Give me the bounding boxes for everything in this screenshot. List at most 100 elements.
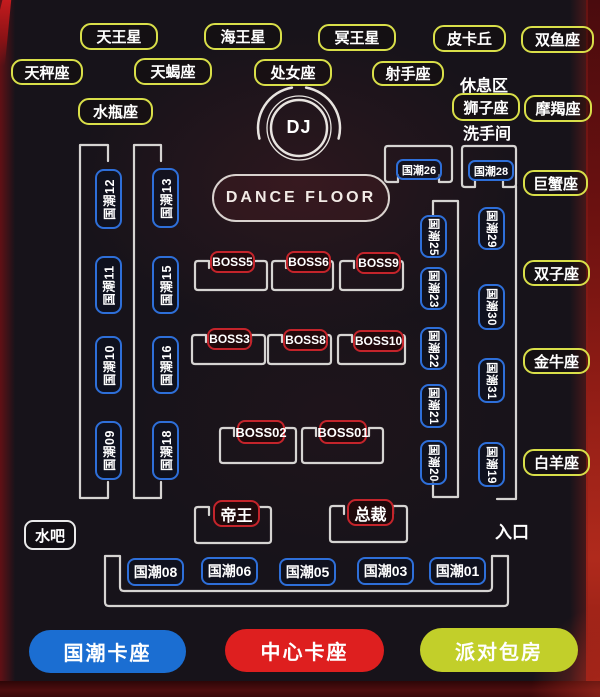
guochao-table[interactable]: 国潮16 bbox=[152, 336, 179, 394]
guochao-table-label: 国潮19 bbox=[484, 445, 497, 484]
guochao-table[interactable]: 国潮06 bbox=[201, 557, 258, 585]
rest-area-label: 休息区 bbox=[459, 78, 508, 95]
guochao-table[interactable]: 国潮03 bbox=[357, 557, 414, 585]
guochao-table[interactable]: 国潮25 bbox=[420, 215, 447, 258]
party-room-box[interactable]: 摩羯座 bbox=[524, 95, 592, 122]
guochao-table[interactable]: 国潮29 bbox=[478, 207, 505, 250]
boss-table[interactable]: BOSS3 bbox=[207, 328, 252, 350]
guochao-table[interactable]: 国潮22 bbox=[420, 327, 447, 370]
sofa-zongcai bbox=[328, 504, 409, 544]
dance-floor: DANCE FLOOR bbox=[212, 174, 390, 222]
party-room-box[interactable]: 冥王星 bbox=[318, 24, 396, 51]
party-room-box[interactable]: 白羊座 bbox=[523, 449, 590, 476]
sofa-boss01 bbox=[300, 426, 385, 465]
dj-booth-ring-mid bbox=[266, 95, 332, 161]
boss-table[interactable]: BOSS02 bbox=[235, 420, 287, 444]
guochao-table[interactable]: 国潮09 bbox=[95, 421, 122, 480]
party-room-box[interactable]: 皮卡丘 bbox=[433, 25, 506, 52]
sofa-diwang bbox=[193, 505, 273, 545]
sofa-boss6 bbox=[270, 259, 335, 292]
sofa-boss02 bbox=[218, 426, 298, 465]
boss-table[interactable]: BOSS6 bbox=[286, 251, 331, 273]
boss-table[interactable]: BOSS8 bbox=[283, 329, 328, 351]
party-room-box[interactable]: 金牛座 bbox=[523, 348, 590, 374]
party-room-box[interactable]: 双子座 bbox=[523, 260, 590, 286]
guochao-table[interactable]: 国潮23 bbox=[420, 267, 447, 310]
guochao-table-label: 国潮31 bbox=[484, 361, 497, 400]
guochao-table[interactable]: 国潮01 bbox=[429, 557, 486, 585]
sofa-boss9 bbox=[338, 259, 405, 292]
guochao-table-label: 国潮21 bbox=[426, 387, 439, 425]
guochao-table-label: 国潮23 bbox=[426, 269, 439, 308]
boss-table[interactable]: BOSS10 bbox=[353, 330, 404, 352]
water-bar-box: 水吧 bbox=[24, 520, 76, 550]
party-room-box[interactable]: 天王星 bbox=[80, 23, 158, 50]
sofa-boss5 bbox=[193, 259, 269, 292]
guochao-table-label: 国潮10 bbox=[103, 344, 117, 386]
vip-table[interactable]: 帝王 bbox=[213, 500, 260, 527]
guochao-table[interactable]: 国潮19 bbox=[478, 442, 505, 487]
sofa-boss10 bbox=[336, 333, 407, 366]
guochao-table[interactable]: 国潮13 bbox=[152, 168, 179, 228]
top-left-red-streak bbox=[0, 0, 12, 66]
guochao-table[interactable]: 国潮05 bbox=[279, 558, 336, 586]
boss-table[interactable]: BOSS01 bbox=[317, 420, 369, 444]
entrance-label: 入口 bbox=[495, 522, 529, 542]
party-room-box[interactable]: 双鱼座 bbox=[521, 26, 594, 53]
sofa-guochao28 bbox=[460, 144, 518, 189]
party-room-box[interactable]: 水瓶座 bbox=[78, 98, 153, 125]
guochao-table[interactable]: 国潮31 bbox=[478, 358, 505, 403]
wall-right-inner-bracket bbox=[431, 199, 460, 499]
sofa-boss8 bbox=[266, 333, 333, 366]
party-room-box[interactable]: 处女座 bbox=[254, 59, 332, 86]
guochao-table-label: 国潮18 bbox=[160, 430, 174, 471]
bottom-red-strip bbox=[0, 681, 600, 697]
wall-left-bracket-a bbox=[78, 143, 110, 500]
guochao-table-label: 国潮29 bbox=[484, 209, 497, 248]
wall-right-outer bbox=[495, 184, 518, 501]
guochao-table-label: 国潮09 bbox=[103, 430, 117, 471]
boss-table[interactable]: BOSS9 bbox=[356, 252, 401, 274]
guochao-table-label: 国潮11 bbox=[103, 264, 117, 306]
guochao-table[interactable]: 国潮28 bbox=[468, 160, 514, 181]
restroom-label: 洗手间 bbox=[462, 126, 511, 143]
party-room-box[interactable]: 射手座 bbox=[372, 61, 444, 86]
dj-booth-ring-inner bbox=[269, 98, 329, 158]
guochao-table-label: 国潮20 bbox=[426, 443, 439, 482]
guochao-table-label: 国潮16 bbox=[160, 344, 174, 386]
guochao-table-label: 国潮13 bbox=[160, 177, 174, 219]
guochao-table-label: 国潮12 bbox=[103, 178, 117, 220]
guochao-table-label: 国潮25 bbox=[426, 217, 439, 256]
party-room-box[interactable]: 狮子座 bbox=[452, 93, 520, 121]
guochao-table[interactable]: 国潮12 bbox=[95, 169, 122, 229]
guochao-table-label: 国潮22 bbox=[426, 329, 439, 368]
vip-table[interactable]: 总裁 bbox=[347, 499, 394, 526]
party-room-box[interactable]: 海王星 bbox=[204, 23, 282, 50]
legend-guochao-seats[interactable]: 国潮卡座 bbox=[29, 630, 186, 673]
guochao-table[interactable]: 国潮15 bbox=[152, 256, 179, 314]
guochao-table-label: 国潮30 bbox=[484, 288, 497, 326]
guochao-table[interactable]: 国潮20 bbox=[420, 440, 447, 485]
bench-bottom bbox=[103, 554, 510, 608]
party-room-box[interactable]: 天蝎座 bbox=[134, 58, 212, 85]
legend-center-seats[interactable]: 中心卡座 bbox=[225, 629, 384, 672]
guochao-table[interactable]: 国潮30 bbox=[478, 284, 505, 330]
left-red-edge bbox=[0, 0, 16, 697]
guochao-table-label: 国潮15 bbox=[160, 264, 174, 306]
dj-booth-arc-left bbox=[256, 86, 294, 140]
guochao-table[interactable]: 国潮26 bbox=[396, 159, 442, 180]
party-room-box[interactable]: 巨蟹座 bbox=[523, 170, 588, 196]
guochao-table[interactable]: 国潮08 bbox=[127, 558, 184, 586]
party-room-box[interactable]: 天秤座 bbox=[11, 59, 83, 85]
guochao-table[interactable]: 国潮18 bbox=[152, 421, 179, 480]
dj-booth-arc-right bbox=[304, 86, 342, 140]
legend-party-rooms[interactable]: 派对包房 bbox=[420, 628, 578, 672]
boss-table[interactable]: BOSS5 bbox=[210, 251, 255, 273]
guochao-table[interactable]: 国潮10 bbox=[95, 336, 122, 394]
wall-left-bracket-b bbox=[132, 143, 163, 500]
sofa-boss3 bbox=[190, 333, 267, 366]
guochao-table[interactable]: 国潮21 bbox=[420, 384, 447, 428]
guochao-table[interactable]: 国潮11 bbox=[95, 256, 122, 314]
sofa-guochao26 bbox=[383, 144, 454, 184]
